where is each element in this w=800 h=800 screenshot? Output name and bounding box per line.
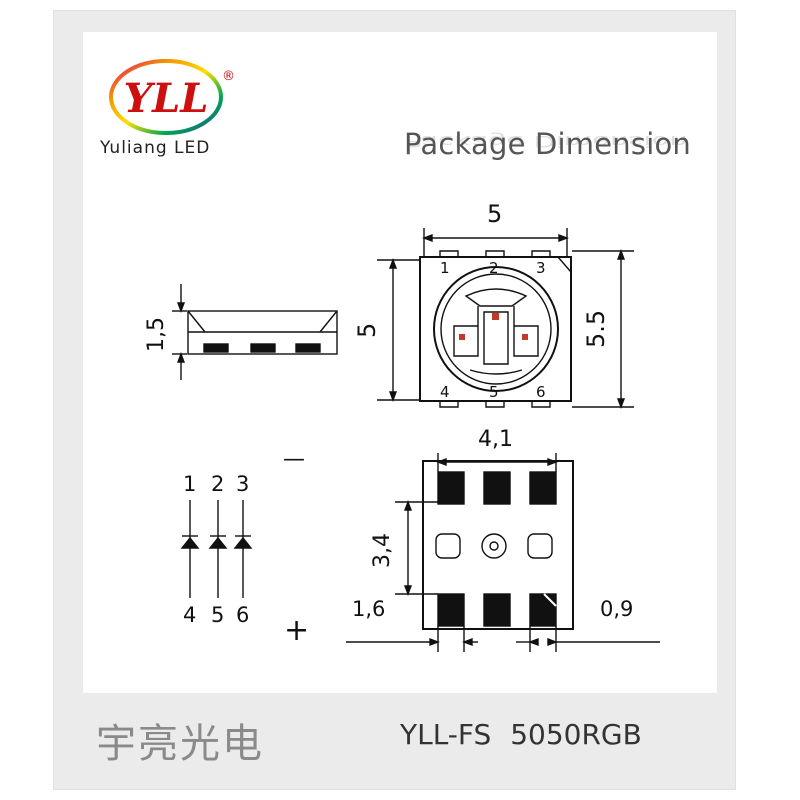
drawing-panel	[83, 32, 717, 693]
pin-label: 6	[236, 603, 249, 627]
dim-pad-pitch	[395, 500, 438, 596]
dim-label-top-height-outer: 5.5	[582, 310, 610, 348]
pin-label: 3	[236, 472, 249, 496]
dim-side-height	[172, 284, 187, 380]
dim-top-height	[377, 258, 419, 402]
dim-top-width	[422, 228, 569, 256]
pin-label: 4	[183, 603, 196, 627]
page-title: Package Dimension	[404, 127, 691, 161]
pin-label: 1	[440, 259, 450, 277]
dim-label-pad-width: 1,6	[352, 597, 385, 621]
pin-labels-top: 1 2 3 4 5 6	[440, 259, 546, 401]
pin-label: 3	[536, 259, 546, 277]
footprint-view	[422, 460, 574, 630]
diode-icon	[208, 535, 228, 549]
pin-label: 6	[536, 383, 546, 401]
pin-label: 1	[183, 472, 196, 496]
dim-label-pad-height: 0,9	[600, 597, 633, 621]
dim-label-top-height: 5	[353, 323, 381, 338]
pin-label: 5	[211, 603, 224, 627]
brand-name: Yuliang LED	[100, 138, 211, 158]
dim-top-height-outer	[572, 249, 634, 409]
dim-label-pad-span: 4,1	[478, 427, 513, 452]
dim-pad-width	[346, 626, 478, 652]
led-schematic	[180, 500, 253, 598]
diode-icon	[233, 535, 253, 549]
dim-label-top-width: 5	[487, 200, 502, 228]
pin-label: 2	[489, 259, 499, 277]
dim-label-pad-pitch: 3,4	[370, 533, 395, 568]
polarity-plus: +	[284, 613, 309, 648]
model-number: YLL-FS 5050RGB	[400, 718, 642, 751]
side-view	[187, 310, 338, 355]
top-view	[419, 250, 572, 408]
pin-label: 2	[211, 472, 224, 496]
dim-pad-span	[436, 453, 558, 472]
pin-label: 4	[440, 383, 450, 401]
pin-label: 5	[489, 383, 499, 401]
logo-ring-icon	[109, 59, 223, 135]
polarity-minus: —	[283, 447, 305, 472]
dim-label-side-height: 1,5	[144, 317, 169, 352]
logo-mark: YLL	[124, 75, 209, 122]
registered-mark: ®	[222, 69, 235, 84]
dim-pad-height	[516, 626, 660, 652]
diode-icon	[180, 535, 200, 549]
company-name-cn: 宇亮光电	[96, 721, 264, 767]
